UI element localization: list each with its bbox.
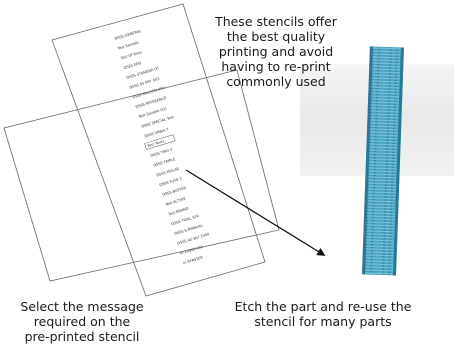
caption-line: pre-printed stencil <box>24 329 140 344</box>
caption-line: required on the <box>33 314 131 329</box>
stencil-list-item[interactable]: DSSS AU BLT 2000 <box>177 232 211 246</box>
stencil-list-item[interactable]: Test Of Rozy <box>119 50 143 61</box>
stencil-list-item[interactable]: DSSS TRIAL SFR <box>171 214 200 226</box>
stencil-sheet-cross-outline <box>3 69 280 282</box>
caption-line: having to re-print <box>221 59 331 74</box>
stencil-sheet-strip-outline <box>51 3 266 297</box>
stencil-list-item[interactable]: DSSS BUFFER <box>162 186 187 197</box>
caption-line: Etch the part and re-use the <box>234 299 412 314</box>
stencil-sheet <box>3 3 280 297</box>
stencil-list-item[interactable]: In 20005 001 <box>180 245 204 256</box>
stencil-strip <box>361 46 404 276</box>
stencil-list-item[interactable]: Test Sample <box>116 40 140 51</box>
caption-stencil-benefits: These stencils offer the best quality pr… <box>192 14 360 89</box>
stencil-list-item[interactable]: DSSS SPECIAL Test <box>141 115 175 129</box>
caption-line: These stencils offer <box>215 14 337 29</box>
stencil-list-item[interactable]: Test BRAND <box>167 207 189 217</box>
etched-part-illustration <box>300 46 454 276</box>
caption-line: Select the message <box>20 299 144 314</box>
caption-etch-part: Etch the part and re-use the stencil for… <box>216 299 430 329</box>
stencil-list-item[interactable]: DSSS GENERAL <box>114 29 142 41</box>
stencil-list-item-selected[interactable]: Test Text1 <box>146 139 165 148</box>
process-arrow <box>185 169 326 256</box>
selected-stencil-highlight <box>144 134 176 150</box>
stencil-list-item[interactable]: DSSS TRIO 3 <box>150 148 173 158</box>
stencil-list-item[interactable]: DSSS FUSE 2 <box>159 177 183 188</box>
caption-line: the best quality <box>226 29 326 44</box>
stencil-list-item[interactable]: DSSS ERN <box>123 61 142 70</box>
caption-line: printing and avoid <box>218 44 334 59</box>
caption-select-message: Select the message required on the pre-p… <box>0 299 164 344</box>
stencil-list-item[interactable]: DSSS TRIPLE <box>153 157 177 168</box>
caption-line: stencil for many parts <box>254 314 392 329</box>
stencil-list-item[interactable]: DSSS VINKA T <box>144 127 170 138</box>
stencil-list-item[interactable]: Test ACTIVE <box>164 197 187 208</box>
stencil-list-item[interactable]: DSSS MOLAR <box>156 167 180 178</box>
stencil-list-item[interactable]: In RFASTER <box>183 255 204 265</box>
caption-line: commonly used <box>226 74 326 89</box>
